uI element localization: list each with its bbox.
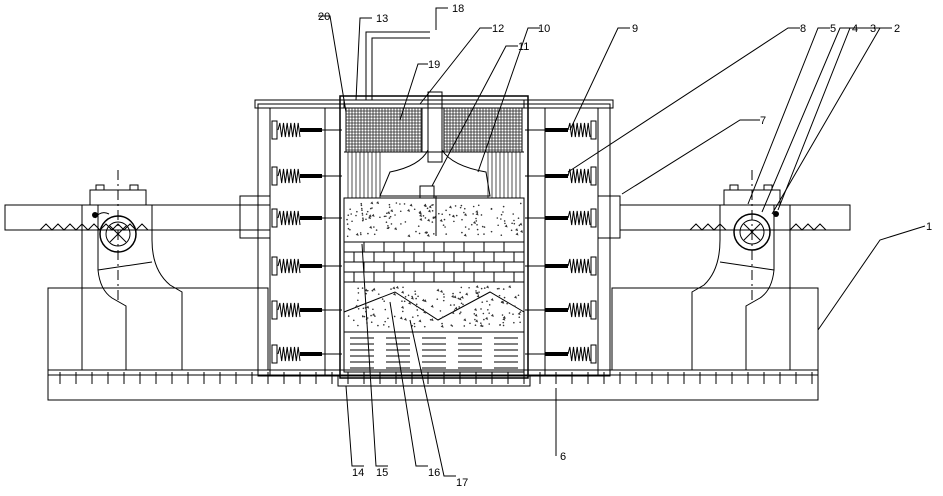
callout-5: 5 — [830, 23, 836, 35]
callout-19: 19 — [428, 59, 440, 71]
callout-8: 8 — [800, 23, 806, 35]
left-spring-column — [272, 121, 342, 363]
callout-16: 16 — [428, 467, 440, 479]
callout-10: 10 — [538, 23, 550, 35]
callout-13: 13 — [376, 13, 388, 25]
left-drive-assembly — [5, 170, 270, 370]
callout-20: 20 — [318, 11, 330, 23]
callout-6: 6 — [560, 451, 566, 463]
callout-1: 1 — [926, 221, 932, 233]
callout-4: 4 — [852, 23, 858, 35]
callout-2: 2 — [894, 23, 900, 35]
callout-14: 14 — [352, 467, 364, 479]
callout-18: 18 — [452, 3, 464, 15]
callout-15: 15 — [376, 467, 388, 479]
callout-labels: 1 2 3 4 5 6 7 8 9 10 11 12 13 14 15 16 1… — [318, 3, 932, 489]
callout-3: 3 — [870, 23, 876, 35]
callout-7: 7 — [760, 115, 766, 127]
specimen-box — [338, 32, 530, 386]
right-spring-column — [525, 121, 596, 363]
callout-12: 12 — [492, 23, 504, 35]
callout-9: 9 — [632, 23, 638, 35]
callout-17: 17 — [456, 477, 468, 489]
callout-11: 11 — [518, 41, 529, 53]
outer-housing — [255, 100, 613, 376]
right-drive-assembly — [620, 170, 850, 370]
